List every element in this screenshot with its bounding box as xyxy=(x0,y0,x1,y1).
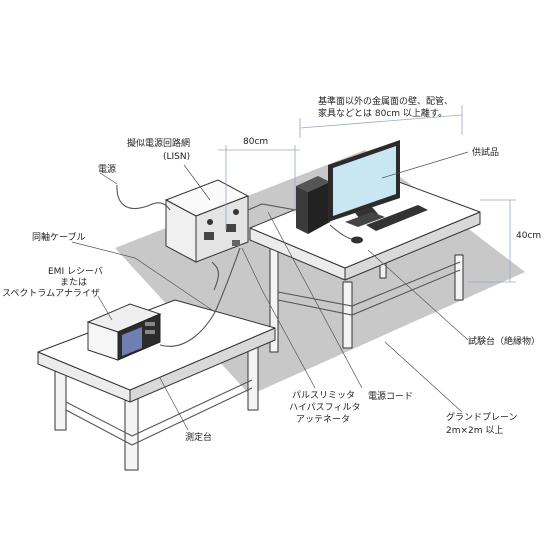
lisn-box-icon xyxy=(164,179,250,263)
receiver-label-line3: スペクトラムアナライザ xyxy=(2,288,100,299)
lisn-label-line1: 擬似電源回路網 xyxy=(127,137,190,149)
ground-plane-label-line1: グランドプレーン xyxy=(446,411,518,423)
height-40cm-label: 40cm xyxy=(516,231,541,241)
limiter-label-line1: パルスリミッタ xyxy=(292,390,355,401)
dist-80cm-label: 80cm xyxy=(243,137,268,147)
measure-table-label: 測定台 xyxy=(185,431,212,443)
power-source-cable xyxy=(116,184,171,211)
leader-coax xyxy=(71,241,216,313)
power-source-label: 電源 xyxy=(98,164,116,175)
limiter-label-line2: ハイパスフィルタ xyxy=(289,402,360,413)
power-cord-label: 電源コード xyxy=(368,391,413,402)
ground-plane-label-line2: 2m×2m 以上 xyxy=(446,425,503,436)
receiver-label-line1: EMI レシーバ xyxy=(48,266,103,277)
spectrum-analyzer-icon xyxy=(86,303,162,361)
leader-power-source xyxy=(99,172,118,185)
lisn-lead xyxy=(211,261,220,291)
leader-receiver xyxy=(97,295,113,321)
coax-cable-label: 同軸ケーブル xyxy=(32,231,85,243)
leader-ground-plane xyxy=(384,341,463,413)
eut-label: 供試品 xyxy=(472,146,499,158)
receiver-label-line2: または xyxy=(60,277,87,288)
leader-measure-table xyxy=(159,377,189,431)
lisn-label-line2: (LISN) xyxy=(163,152,190,162)
wall-note-line2: 家具などとは 80cm 以上離す。 xyxy=(318,107,447,119)
leader-eut xyxy=(381,151,469,179)
test-table-label: 試験台（絶縁物） xyxy=(468,335,540,347)
limiter-label-line3: アッテネータ xyxy=(296,414,350,425)
leader-limiter xyxy=(241,247,316,389)
wall-note-line1: 基準面以外の金属面の壁、配管、 xyxy=(318,95,453,107)
leader-test-table xyxy=(367,249,469,341)
desktop-pc-icon xyxy=(296,140,428,244)
leader-power-cord xyxy=(267,211,363,389)
power-cord xyxy=(247,203,297,211)
dim-80cm-wall xyxy=(299,114,463,129)
leader-lisn xyxy=(183,164,211,201)
